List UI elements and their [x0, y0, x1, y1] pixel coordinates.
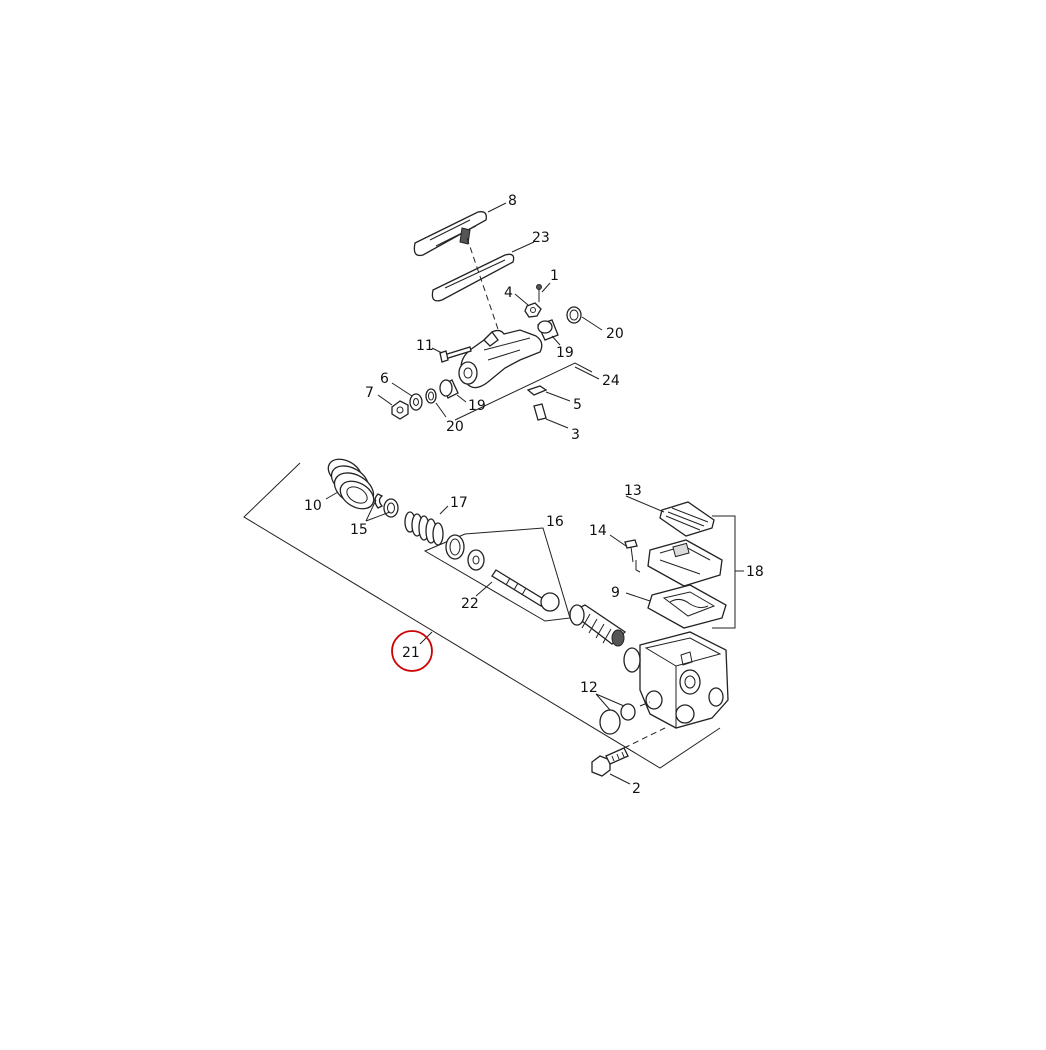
piston-assembly	[568, 604, 627, 647]
part-2-bolt	[591, 727, 666, 777]
callout-18: 18	[746, 564, 764, 580]
callout-10: 10	[304, 498, 322, 514]
callout-23: 23	[532, 230, 550, 246]
part-9-diaphragm	[647, 584, 727, 629]
part-22-pushrod	[491, 569, 560, 612]
part-3-clevis-pin	[533, 403, 547, 421]
callout-5: 5	[573, 397, 582, 413]
highlight-circle-21	[391, 630, 433, 672]
part-4-nut	[524, 302, 542, 318]
callout-13: 13	[624, 483, 642, 499]
part-1-pin	[536, 284, 542, 302]
part-11-bolt	[439, 346, 472, 363]
part-14-screw	[624, 539, 641, 573]
part-19-bushing-upper	[537, 319, 559, 341]
part-20-oring-upper	[566, 306, 582, 324]
callout-8: 8	[508, 193, 517, 209]
callout-19: 19	[468, 398, 486, 414]
part-10-boot	[327, 458, 375, 510]
callout-9: 9	[611, 585, 620, 601]
part-13-cap-plate	[659, 501, 715, 537]
callout-3: 3	[571, 427, 580, 443]
callout-labels: 8 23 1 4 20 11 19 24 6 7 19 5 20 3 10 17…	[304, 193, 764, 797]
callout-22: 22	[461, 596, 479, 612]
reservoir-cap	[647, 539, 723, 587]
callout-7: 7	[365, 385, 374, 401]
callout-1: 1	[550, 268, 559, 284]
part-20-oring-lower	[425, 388, 437, 404]
leader-lines	[325, 202, 665, 785]
callout-12: 12	[580, 680, 598, 696]
callout-24: 24	[602, 373, 620, 389]
part-21-kit-outline	[243, 462, 721, 769]
washer-in-kit	[467, 549, 485, 571]
part-24-lever	[458, 329, 543, 389]
part-7-nut	[391, 400, 409, 420]
part-5-clip	[526, 385, 548, 396]
callout-11: 11	[416, 338, 434, 354]
part-8-pedal-rubber	[413, 211, 487, 257]
part-6-washer	[409, 393, 423, 411]
part-23-pedal-pad	[431, 253, 515, 302]
callout-4: 4	[504, 285, 513, 301]
callout-2: 2	[632, 781, 641, 797]
part-16-circlip	[445, 534, 465, 560]
part-19-bushing-lower	[439, 379, 459, 399]
callout-17: 17	[450, 495, 468, 511]
callout-21: 21	[402, 645, 420, 661]
callout-19: 19	[556, 345, 574, 361]
callout-6: 6	[380, 371, 389, 387]
callout-20: 20	[446, 419, 464, 435]
callout-20: 20	[606, 326, 624, 342]
master-cylinder-body	[623, 631, 729, 729]
callout-16: 16	[546, 514, 564, 530]
callout-14: 14	[589, 523, 607, 539]
part-17-spring	[404, 511, 444, 546]
callout-15: 15	[350, 522, 368, 538]
